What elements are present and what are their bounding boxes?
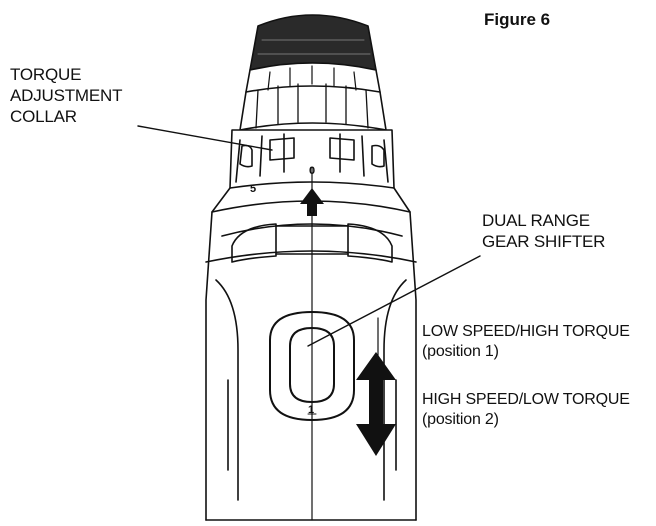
label-dual-range-gear-shifter: DUAL RANGE GEAR SHIFTER [482,211,606,251]
figure-title: Figure 6 [484,10,551,29]
collar-up-arrow [300,188,324,216]
label-high-speed-low-torque: HIGH SPEED/LOW TORQUE (position 2) [422,391,630,428]
collar-ribs [239,83,387,131]
drill-housing [205,167,417,521]
leader-gear-shifter [307,255,481,347]
gear-shifter-switch [269,311,355,421]
chuck [245,14,381,93]
shifter-position-mark: 1 [308,404,314,416]
leader-torque-collar [137,125,273,151]
collar-setting-left-mark: 5 [250,183,256,195]
collar-setting-center-mark: 0 [309,165,315,177]
torque-adjustment-collar [229,129,395,189]
label-torque-adjustment-collar: TORQUE ADJUSTMENT COLLAR [10,65,123,126]
label-low-speed-high-torque: LOW SPEED/HIGH TORQUE (position 1) [422,323,630,360]
shift-direction-arrow [356,352,396,456]
